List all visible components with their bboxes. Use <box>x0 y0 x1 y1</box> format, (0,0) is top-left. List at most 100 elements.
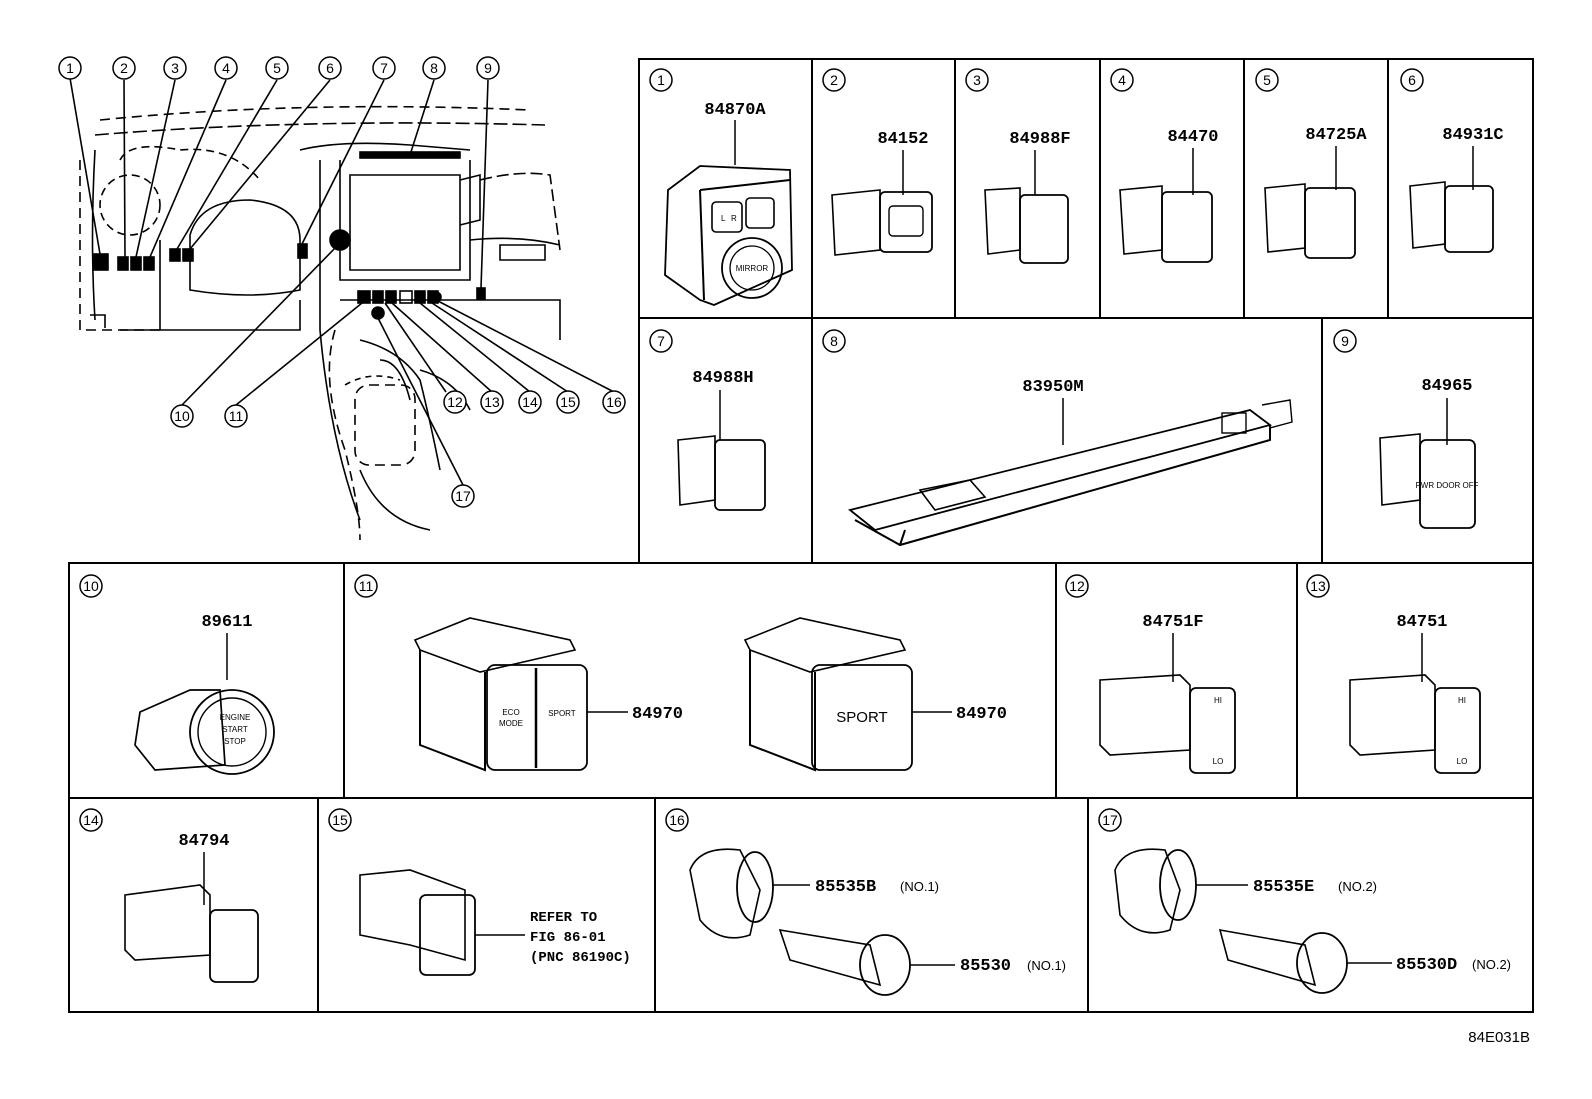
callout-16: 16 <box>602 390 626 414</box>
panel-17-power-outlet: 17 85535E (NO.2) 85530D (NO.2) <box>1098 808 1511 994</box>
callout-2: 2 <box>112 56 136 80</box>
part-number: 85535B <box>815 878 876 897</box>
part-number: 84152 <box>877 130 928 149</box>
part-number: 84965 <box>1421 377 1472 396</box>
figure-id: 84E031B <box>1468 1029 1530 1046</box>
callout-label: 15 <box>560 394 576 410</box>
panel-number: 7 <box>657 333 665 349</box>
label-start: START <box>222 725 248 734</box>
panel-12-seat-heater-switch: 12 84751F HI LO <box>1065 574 1236 774</box>
callout-label: 4 <box>222 60 230 76</box>
panel-6-switch: 6 84931C <box>1400 68 1504 253</box>
panel-number: 17 <box>1102 812 1118 828</box>
callout-1: 1 <box>58 56 82 80</box>
part-number: 84870A <box>704 101 766 120</box>
panel-number: 6 <box>1408 72 1416 88</box>
part-number: 84794 <box>178 832 229 851</box>
callout-13: 13 <box>480 390 504 414</box>
part-note: (NO.1) <box>1027 958 1066 973</box>
panel-number: 11 <box>359 578 374 594</box>
part-number: 84725A <box>1305 126 1367 145</box>
callout-5: 5 <box>265 56 289 80</box>
panel-3-switch: 3 84988F <box>965 68 1071 264</box>
panel-4-switch: 4 84470 <box>1110 68 1219 263</box>
refer-to-line-3: (PNC 86190C) <box>530 950 631 966</box>
label-lo: LO <box>1457 757 1468 766</box>
panel-13-seat-heater-switch: 13 84751 HI LO <box>1306 574 1481 774</box>
callout-17: 17 <box>451 484 475 508</box>
label-mode: MODE <box>499 719 523 728</box>
part-number: 84988H <box>692 369 753 388</box>
callout-label: 13 <box>484 394 500 410</box>
callout-label: 16 <box>606 394 622 410</box>
panel-number: 16 <box>669 812 685 828</box>
callout-8: 8 <box>422 56 446 80</box>
part-number: 84988F <box>1009 130 1070 149</box>
panel-number: 1 <box>657 72 665 88</box>
callout-label: 5 <box>273 60 281 76</box>
callout-4: 4 <box>214 56 238 80</box>
callout-label: 8 <box>430 60 438 76</box>
panel-number: 8 <box>830 333 838 349</box>
panel-10-engine-start-switch: 10 89611 ENGINE START STOP <box>79 574 275 775</box>
panel-16-power-outlet: 16 85535B (NO.1) 85530 (NO.1) <box>665 808 1066 996</box>
label-hi: HI <box>1458 696 1466 705</box>
label-sport-small: SPORT <box>548 709 576 718</box>
part-note: (NO.1) <box>900 879 939 894</box>
callout-label: 3 <box>171 60 179 76</box>
refer-to-line-1: REFER TO <box>530 910 597 926</box>
callout-label: 17 <box>455 488 471 504</box>
part-note: (NO.2) <box>1472 957 1511 972</box>
panel-number: 5 <box>1263 72 1271 88</box>
overview-callouts: 1 2 3 4 5 6 7 8 9 10 11 12 13 14 15 16 1… <box>58 56 626 508</box>
label-sport: SPORT <box>836 709 887 726</box>
callout-label: 2 <box>120 60 128 76</box>
panel-grid <box>68 58 1534 1013</box>
panel-number: 14 <box>83 812 99 828</box>
part-number: 84751F <box>1142 613 1203 632</box>
callout-label: 7 <box>380 60 388 76</box>
panel-number: 4 <box>1118 72 1126 88</box>
part-number: 85530D <box>1396 956 1457 975</box>
part-number: 89611 <box>201 613 252 632</box>
part-number: 85530 <box>960 957 1011 976</box>
label-l: L <box>721 214 726 223</box>
callout-label: 11 <box>229 408 244 424</box>
callout-label: 9 <box>484 60 492 76</box>
callout-6: 6 <box>318 56 342 80</box>
label-pwr-door-off: PWR DOOR OFF <box>1415 481 1478 490</box>
label-mirror: MIRROR <box>736 264 769 273</box>
label-hi: HI <box>1214 696 1222 705</box>
callout-7: 7 <box>372 56 396 80</box>
panel-number: 12 <box>1069 578 1085 594</box>
panel-number: 10 <box>83 578 99 594</box>
callout-3: 3 <box>163 56 187 80</box>
panel-8-switch-assembly: 8 83950M <box>822 329 1293 547</box>
panel-number: 9 <box>1341 333 1349 349</box>
panel-14-switch: 14 84794 <box>79 808 259 983</box>
callout-10: 10 <box>170 404 194 428</box>
callout-label: 6 <box>326 60 334 76</box>
panel-number: 2 <box>830 72 838 88</box>
panel-2-switch: 2 84152 <box>822 68 933 256</box>
panel-7-switch: 7 84988H <box>649 329 766 511</box>
callout-11: 11 <box>224 404 248 428</box>
panel-1-mirror-switch: 1 84870A L R MIRROR <box>649 68 793 306</box>
callout-12: 12 <box>443 390 467 414</box>
callout-14: 14 <box>518 390 542 414</box>
panel-number: 13 <box>1310 578 1326 594</box>
part-number: 84751 <box>1396 613 1447 632</box>
panel-15-switch: 15 REFER TO FIG 86-01 (PNC 86190C) <box>328 808 631 976</box>
label-engine: ENGINE <box>220 713 251 722</box>
dashboard-overview <box>69 77 615 541</box>
callout-15: 15 <box>556 390 580 414</box>
part-number: 84470 <box>1167 128 1218 147</box>
panel-5-switch: 5 84725A <box>1255 68 1367 259</box>
panel-number: 3 <box>973 72 981 88</box>
callout-label: 1 <box>66 60 74 76</box>
label-r: R <box>731 214 737 223</box>
panel-11-drive-mode-switch: 11 ECO MODE SPORT 84970 SPORT 84970 <box>354 574 1007 772</box>
label-stop: STOP <box>224 737 246 746</box>
part-note: (NO.2) <box>1338 879 1377 894</box>
